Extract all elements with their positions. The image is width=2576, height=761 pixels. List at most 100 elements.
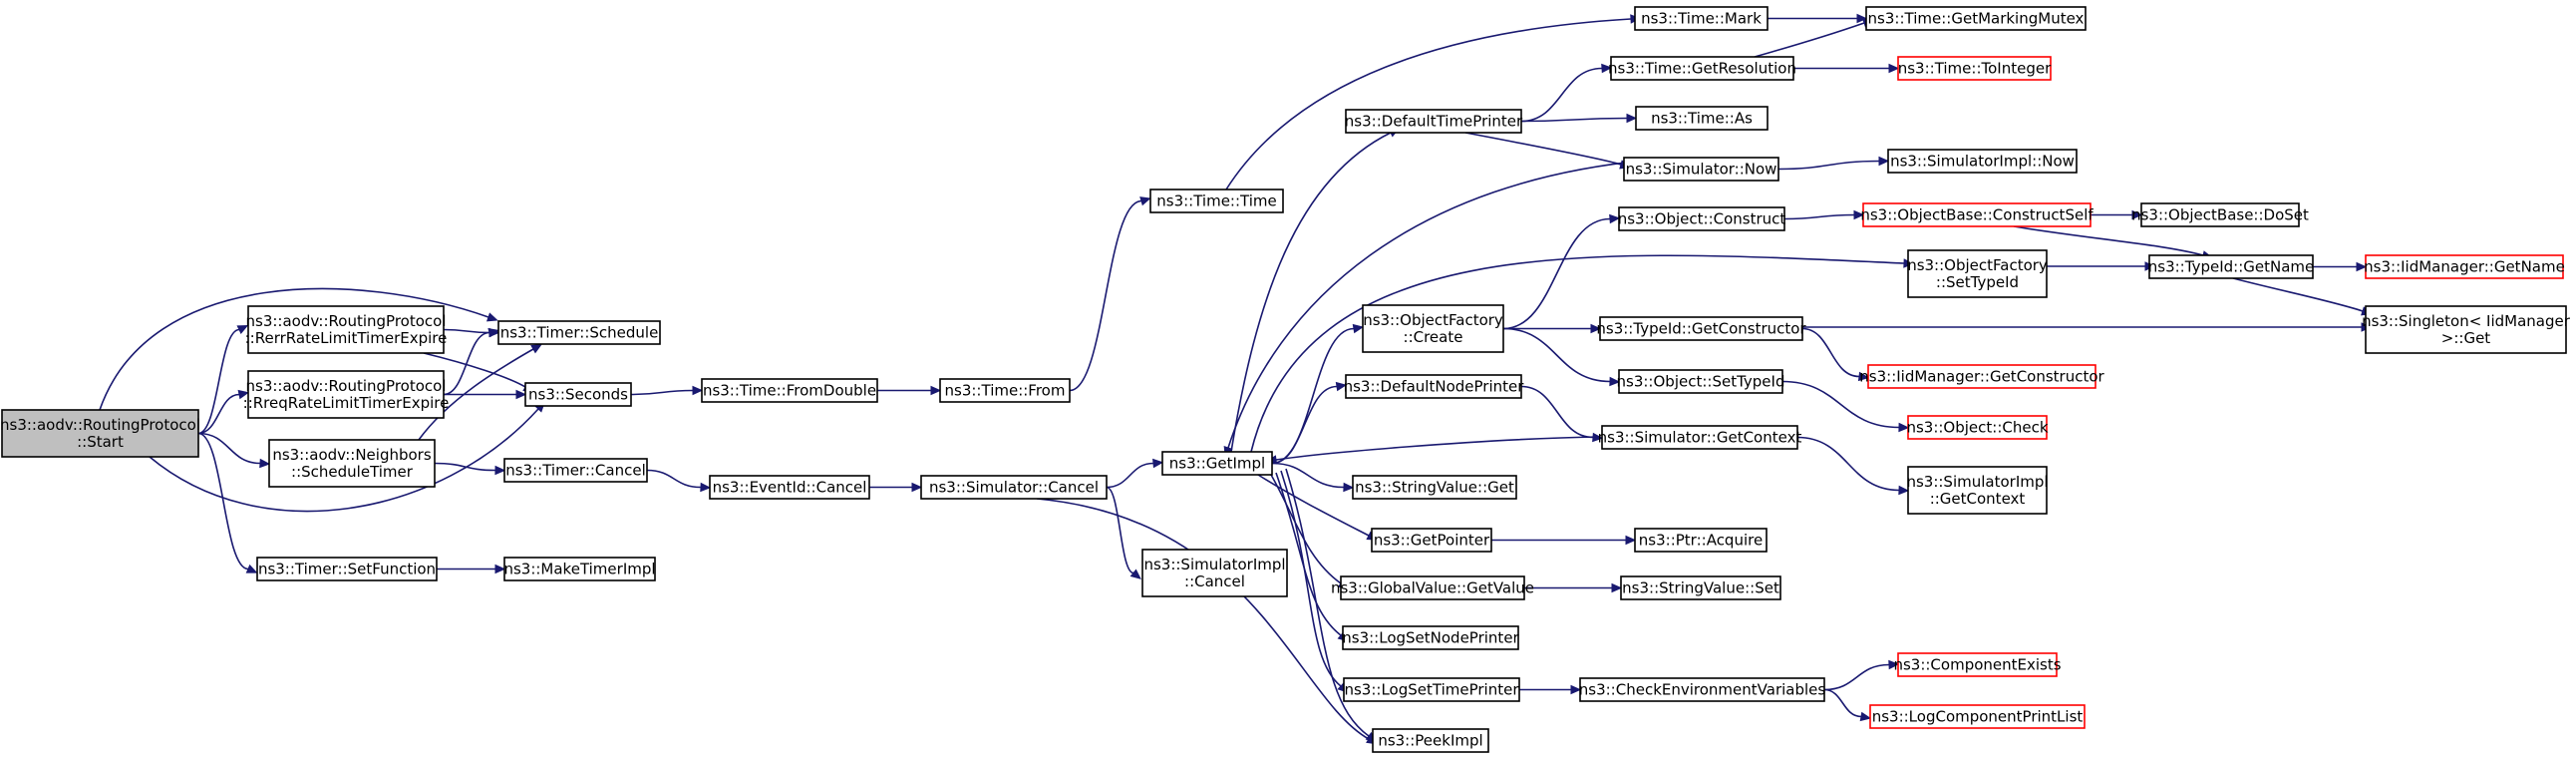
node-tcancel[interactable]: ns3::Timer::Cancel (503, 458, 648, 483)
node-label: ns3::Time::As (1651, 110, 1753, 128)
node-label: >::Get (2441, 329, 2491, 347)
edge-obcs-to-obdoset (2091, 209, 2143, 220)
node-box (1862, 202, 2092, 227)
node-toint[interactable]: ns3::Time::ToInteger (1897, 56, 2052, 81)
edge-start-to-setfunc (197, 432, 258, 573)
edge-tgetctor-to-imgetctor (1801, 327, 1870, 382)
node-oconstruct[interactable]: ns3::Object::Construct (1618, 206, 1786, 231)
edge-gvget-to-svset (1524, 582, 1623, 593)
node-svget[interactable]: ns3::StringValue::Get (1352, 475, 1517, 500)
node-label: ns3::ObjectFactory (1363, 311, 1503, 329)
edge-arrowhead (1625, 535, 1637, 546)
node-peek[interactable]: ns3::PeekImpl (1372, 728, 1489, 753)
edge-arrowhead (1853, 209, 1865, 220)
node-box (2365, 305, 2567, 354)
node-label: ns3::Time::FromDouble (703, 382, 876, 400)
node-mark[interactable]: ns3::Time::Mark (1634, 6, 1769, 31)
node-sinow[interactable]: ns3::SimulatorImpl::Now (1887, 149, 2078, 174)
node-ofsettid[interactable]: ns3::ObjectFactory::SetTypeId (1907, 249, 2048, 298)
node-label: ns3::EventId::Cancel (713, 479, 867, 497)
node-sigetctx[interactable]: ns3::SimulatorImpl::GetContext (1906, 466, 2049, 515)
node-as[interactable]: ns3::Time::As (1635, 106, 1769, 131)
node-ocheck[interactable]: ns3::Object::Check (1906, 415, 2049, 440)
node-label: ns3::aodv::RoutingProtocol (246, 312, 447, 330)
node-box (1635, 106, 1769, 131)
node-from[interactable]: ns3::Time::From (939, 378, 1071, 403)
edge-line (1781, 380, 1900, 429)
node-rreq[interactable]: ns3::aodv::RoutingProtocol::RreqRateLimi… (243, 370, 450, 419)
node-imgetname[interactable]: ns3::IidManager::GetName (2364, 254, 2565, 279)
node-box (1599, 316, 1803, 341)
node-gmm[interactable]: ns3::Time::GetMarkingMutex (1865, 6, 2087, 31)
node-box (1897, 56, 2052, 81)
node-schedule[interactable]: ns3::Timer::Schedule (497, 320, 661, 345)
node-dnp[interactable]: ns3::DefaultNodePrinter (1344, 374, 1525, 399)
edge-getres-to-toint (1793, 63, 1900, 74)
node-tgetname[interactable]: ns3::TypeId::GetName (2148, 254, 2314, 279)
node-setfunc[interactable]: ns3::Timer::SetFunction (256, 557, 438, 581)
node-label: ns3::LogSetTimePrinter (1344, 681, 1519, 699)
node-compex[interactable]: ns3::ComponentExists (1893, 652, 2062, 677)
node-imgetctor[interactable]: ns3::IidManager::GetConstructor (1859, 364, 2105, 389)
node-fromdouble[interactable]: ns3::Time::FromDouble (701, 378, 878, 403)
node-label: ns3::Ptr::Acquire (1639, 532, 1763, 550)
node-getres[interactable]: ns3::Time::GetResolution (1608, 56, 1796, 81)
node-label: ns3::Timer::Cancel (505, 462, 646, 480)
node-label: ns3::SimulatorImpl::Now (1890, 153, 2075, 171)
node-getimpl[interactable]: ns3::GetImpl (1161, 451, 1273, 476)
node-obdoset[interactable]: ns3::ObjectBase::DoSet (2131, 202, 2309, 227)
edge-line (418, 348, 534, 441)
node-label: ns3::StringValue::Set (1622, 579, 1779, 597)
node-getptr[interactable]: ns3::GetPointer (1371, 528, 1492, 553)
node-maketimer[interactable]: ns3::MakeTimerImpl (503, 557, 656, 581)
edge-line (434, 462, 496, 472)
node-lcpl[interactable]: ns3::LogComponentPrintList (1869, 704, 2086, 729)
node-sicancel[interactable]: ns3::SimulatorImpl::Cancel (1141, 549, 1288, 597)
node-label: ns3::Simulator::Cancel (929, 479, 1099, 497)
edge-fromdouble-to-from (876, 385, 942, 396)
node-label: ::GetContext (1930, 490, 2026, 508)
node-seconds[interactable]: ns3::Seconds (524, 382, 632, 407)
edge-arrowhead (1129, 569, 1141, 579)
edge-oconstruct-to-obcs (1783, 209, 1865, 220)
node-sgetctx[interactable]: ns3::Simulator::GetContext (1598, 425, 1802, 450)
node-osettid[interactable]: ns3::Object::SetTypeId (1617, 369, 1785, 394)
node-dtp[interactable]: ns3::DefaultTimePrinter (1345, 109, 1523, 134)
node-snow[interactable]: ns3::Simulator::Now (1623, 157, 1779, 182)
node-ecancel[interactable]: ns3::EventId::Cancel (709, 475, 870, 500)
node-scancel[interactable]: ns3::Simulator::Cancel (920, 475, 1108, 500)
node-ofcreate[interactable]: ns3::ObjectFactory::Create (1362, 304, 1504, 353)
edge-line (1271, 327, 1355, 465)
node-singleton[interactable]: ns3::Singleton< IidManager>::Get (2362, 305, 2571, 354)
node-label: ::RerrRateLimitTimerExpire (245, 329, 448, 347)
node-obcs[interactable]: ns3::ObjectBase::ConstructSelf (1860, 202, 2093, 227)
node-label: ns3::Timer::SetFunction (258, 561, 436, 578)
node-tgetctor[interactable]: ns3::TypeId::GetConstructor (1596, 316, 1806, 341)
edge-rreq-to-seconds (443, 389, 527, 400)
node-label: ns3::TypeId::GetConstructor (1596, 320, 1806, 338)
edge-line (1275, 472, 1342, 636)
node-box (1371, 528, 1492, 553)
node-time[interactable]: ns3::Time::Time (1149, 189, 1284, 213)
node-lsnp[interactable]: ns3::LogSetNodePrinter (1342, 625, 1520, 650)
edge-from-to-time (1069, 196, 1151, 392)
edge-arrowhead (692, 385, 704, 396)
node-box (1618, 369, 1783, 394)
edge-line (630, 389, 694, 396)
node-rerr[interactable]: ns3::aodv::RoutingProtocol::RerrRateLimi… (245, 305, 448, 354)
node-box (1161, 451, 1273, 476)
node-box (920, 475, 1108, 500)
node-acquire[interactable]: ns3::Ptr::Acquire (1634, 528, 1768, 553)
node-cev[interactable]: ns3::CheckEnvironmentVariables (1579, 677, 1826, 702)
edge-arrowhead (1601, 63, 1613, 74)
node-svset[interactable]: ns3::StringValue::Set (1620, 575, 1781, 600)
edge-line (2013, 225, 2204, 256)
edge-start-to-rerr (197, 325, 249, 435)
node-box (1149, 189, 1284, 213)
node-lstp[interactable]: ns3::LogSetTimePrinter (1343, 677, 1520, 702)
edge-getimpl-to-dnp (1271, 381, 1348, 465)
node-neigh[interactable]: ns3::aodv::Neighbors::ScheduleTimer (268, 439, 436, 488)
node-box (1362, 304, 1504, 353)
node-box (939, 378, 1071, 403)
node-gvget[interactable]: ns3::GlobalValue::GetValue (1331, 575, 1534, 600)
